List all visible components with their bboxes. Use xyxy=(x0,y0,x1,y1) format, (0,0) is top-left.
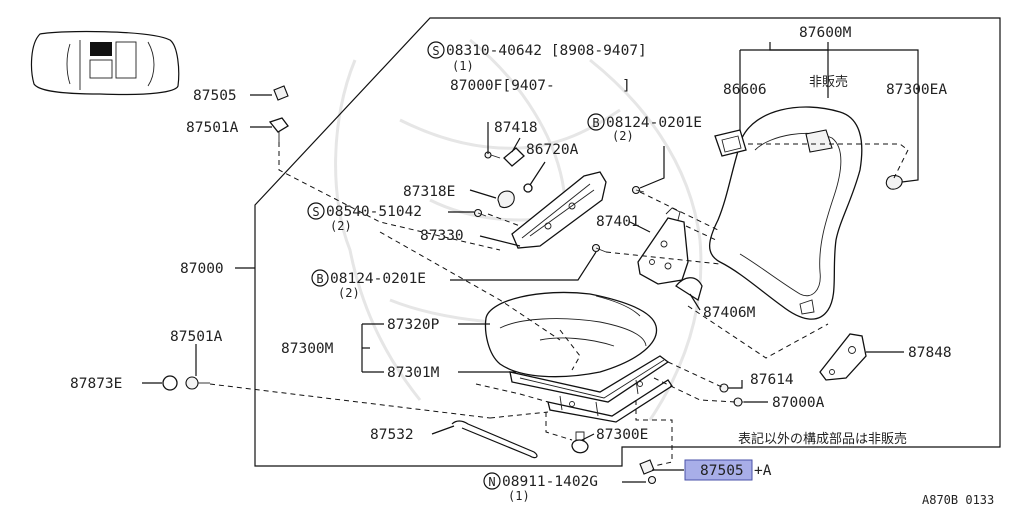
diagram-id: A870B 0133 xyxy=(922,493,994,507)
label-87320P[interactable]: 87320P xyxy=(387,317,440,333)
seat-frame-87301M xyxy=(509,355,673,423)
label-87000A[interactable]: 87000A xyxy=(772,395,825,411)
svg-text:N: N xyxy=(488,475,495,489)
label-87401[interactable]: 87401 xyxy=(596,214,640,230)
label-87501A-left[interactable]: 87501A xyxy=(170,329,223,345)
label-87501A-top[interactable]: 87501A xyxy=(186,120,239,136)
fasteners xyxy=(162,85,748,485)
label-87848[interactable]: 87848 xyxy=(908,345,952,361)
label-87330[interactable]: 87330 xyxy=(420,228,464,244)
label-08310-40642[interactable]: 08310-40642 [8908-9407] xyxy=(446,43,647,59)
label-87000F-close: ] xyxy=(622,78,631,94)
label-87614[interactable]: 87614 xyxy=(750,372,794,388)
label-87300EA[interactable]: 87300EA xyxy=(886,82,947,98)
bolt-prefix-icon xyxy=(311,269,329,287)
label-08310-qty: (1) xyxy=(452,59,474,73)
label-87505-highlighted[interactable]: 87505 xyxy=(700,463,744,479)
label-87000[interactable]: 87000 xyxy=(180,261,224,277)
label-87418[interactable]: 87418 xyxy=(494,120,538,136)
label-08124-0201E-mid[interactable]: 08124-0201E xyxy=(330,271,426,287)
label-87318E[interactable]: 87318E xyxy=(403,184,455,200)
label-08911-1402G[interactable]: 08911-1402G xyxy=(502,474,598,490)
cover-87406M xyxy=(675,277,703,302)
screw-prefix-icon xyxy=(427,41,445,59)
note-other-parts-not-for-sale: 表記以外の構成部品は非販売 xyxy=(738,431,907,447)
label-87300E[interactable]: 87300E xyxy=(596,427,648,443)
bolt-87300E xyxy=(571,431,589,454)
watermark-emblem xyxy=(334,38,703,421)
svg-text:B: B xyxy=(592,116,599,130)
label-87406M[interactable]: 87406M xyxy=(703,305,756,321)
label-87300M[interactable]: 87300M xyxy=(281,341,334,357)
label-08540-qty: (2) xyxy=(330,219,352,233)
screw-prefix-icon xyxy=(307,202,325,220)
label-87505-suffix: +A xyxy=(754,463,772,479)
svg-text:B: B xyxy=(316,272,323,286)
headrest-pad-86606 xyxy=(714,129,747,157)
label-08124-top-qty: (2) xyxy=(612,129,634,143)
label-08124-mid-qty: (2) xyxy=(338,286,360,300)
label-08124-0201E-top[interactable]: 08124-0201E xyxy=(606,115,702,131)
clip-87300EA xyxy=(885,175,903,190)
label-87000F[interactable]: 87000F[9407- xyxy=(450,78,555,94)
svg-text:S: S xyxy=(432,44,439,58)
nut-prefix-icon xyxy=(483,472,501,490)
leader-lines xyxy=(142,42,919,483)
seat-position-marker xyxy=(90,42,112,56)
bolt-prefix-icon xyxy=(587,113,605,131)
label-08911-qty: (1) xyxy=(508,489,530,503)
prefix-symbols: S B S B N xyxy=(307,41,605,490)
label-08540-51042[interactable]: 08540-51042 xyxy=(326,204,422,220)
seat-back-part xyxy=(708,106,863,320)
label-86720A[interactable]: 86720A xyxy=(526,142,579,158)
svg-text:S: S xyxy=(312,205,319,219)
washer-86720A xyxy=(523,183,533,193)
part-labels: 87600M 86606 非販売 87300EA 87505 87501A 08… xyxy=(70,25,994,507)
rod-87532 xyxy=(451,420,538,459)
seat-cushion-87320P xyxy=(484,291,658,378)
dashed-connection-lines xyxy=(209,142,909,467)
label-87532[interactable]: 87532 xyxy=(370,427,414,443)
escutcheon-87418 xyxy=(503,147,525,167)
label-87600M[interactable]: 87600M xyxy=(799,25,852,41)
recliner-plate-87401 xyxy=(637,207,689,285)
label-86606[interactable]: 86606 xyxy=(723,82,767,98)
highlighted-part-box xyxy=(684,459,753,481)
assembly-boundary xyxy=(254,17,1001,467)
vehicle-location-icon xyxy=(30,30,180,96)
hinge-87848 xyxy=(819,333,867,381)
knob-87318E xyxy=(497,190,515,209)
label-not-for-sale: 非販売 xyxy=(809,74,848,90)
label-87505-top[interactable]: 87505 xyxy=(193,88,237,104)
label-87301M[interactable]: 87301M xyxy=(387,365,440,381)
side-trim-assembly xyxy=(484,147,607,249)
label-87873E[interactable]: 87873E xyxy=(70,376,122,392)
